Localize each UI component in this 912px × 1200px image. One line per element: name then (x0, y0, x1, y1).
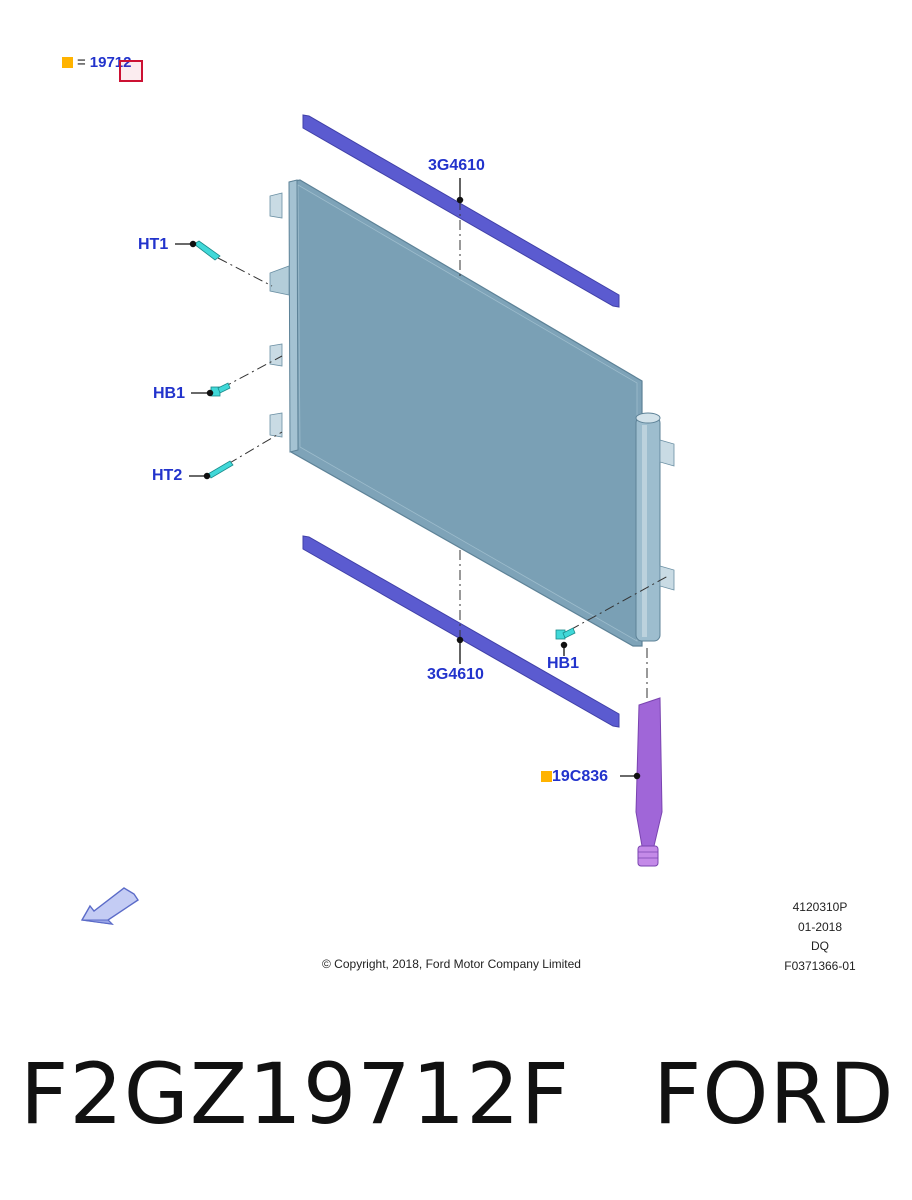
top-seal (302, 114, 620, 308)
bottom-seal (302, 535, 620, 728)
fastener-ht1 (193, 240, 221, 261)
fastener-hb1-right (555, 627, 576, 640)
legend-part-label[interactable]: 19712 (89, 54, 132, 71)
legend-equals: = (77, 54, 86, 71)
condenser-body (269, 179, 675, 647)
highlight-box (119, 60, 143, 82)
fastener-ht2 (207, 460, 234, 479)
copyright-notice: © Copyright, 2018, Ford Motor Company Li… (322, 957, 581, 971)
meta-line2: 01-2018 (797, 919, 843, 934)
callout-ht2[interactable]: HT2 (152, 467, 183, 484)
part-footer: F2GZ19712F FORD (20, 1052, 895, 1136)
callout-hb1-right[interactable]: HB1 (547, 655, 580, 672)
drawing-meta: 4120310P 01-2018 DQ F0371366-01 (760, 898, 880, 976)
view-direction-arrow-icon (80, 887, 139, 925)
footer-part-number: F2GZ19712F (20, 1045, 570, 1143)
callout-hb1-left[interactable]: HB1 (153, 385, 186, 402)
fastener-hb1-left (210, 382, 231, 397)
callout-drier-label: 19C836 (552, 768, 609, 785)
meta-line1: 4120310P (792, 900, 848, 914)
meta-line3: DQ (811, 939, 829, 953)
orange-square-icon (541, 771, 552, 782)
meta-line4: F0371366-01 (784, 958, 856, 973)
exploded-diagram (175, 114, 675, 867)
callout-top-seal[interactable]: 3G4610 (428, 157, 485, 174)
orange-square-icon (62, 57, 73, 68)
receiver-drier (635, 697, 663, 867)
callout-drier[interactable]: 19C836 (541, 769, 608, 785)
footer-brand: FORD (653, 1045, 895, 1143)
legend: =19712 (62, 54, 131, 71)
callout-ht1[interactable]: HT1 (138, 236, 169, 253)
callout-bottom-seal[interactable]: 3G4610 (427, 666, 484, 683)
